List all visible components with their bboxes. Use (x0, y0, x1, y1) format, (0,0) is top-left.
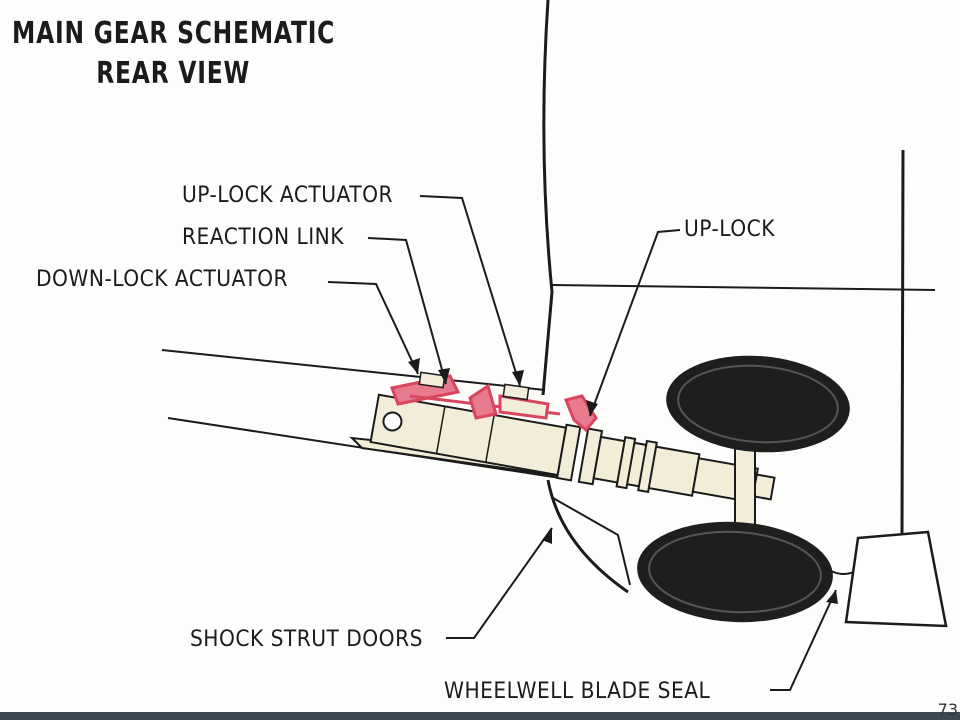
leader-blade-seal (770, 589, 837, 691)
strut-collar-1 (555, 423, 582, 482)
strut-end-fitting (751, 473, 776, 501)
lock-linkage (389, 374, 598, 433)
bottom-bar (0, 712, 960, 720)
label-shock-strut-doors: SHOCK STRUT DOORS (190, 627, 423, 652)
lower-tire (637, 521, 833, 623)
gear-strut (369, 393, 776, 504)
label-reaction-link: REACTION LINK (182, 225, 344, 250)
uplock-hook (563, 394, 598, 433)
strut-pivot (382, 411, 403, 432)
reaction-link-bracket (468, 383, 498, 420)
leader-arrowheads (408, 358, 838, 604)
leader-uplock-actuator (419, 195, 521, 387)
leader-shock-strut-doors (446, 527, 553, 639)
leader-downlock-actuator (327, 281, 419, 375)
leader-reaction-link (367, 237, 447, 385)
uplock-actuator-part (498, 394, 550, 420)
page-number: 73 (937, 700, 958, 719)
title-line-1: MAIN GEAR SCHEMATIC (12, 16, 336, 51)
leader-lines (327, 195, 837, 691)
label-wheelwell-blade-seal: WHEELWELL BLADE SEAL (444, 679, 711, 704)
diagram-title: MAIN GEAR SCHEMATIC REAR VIEW (12, 14, 335, 94)
title-line-2: REAR VIEW (96, 56, 251, 91)
shock-strut-door (546, 479, 629, 594)
fuselage-contour (541, 0, 554, 396)
label-downlock-actuator: DOWN-LOCK ACTUATOR (36, 267, 289, 292)
fuselage-horizontal-line (551, 284, 936, 291)
leader-uplock (589, 229, 681, 417)
upper-tire (666, 355, 850, 453)
label-uplock-actuator: UP-LOCK ACTUATOR (182, 183, 393, 208)
vertical-reference-line (900, 149, 905, 536)
label-uplock: UP-LOCK (684, 217, 775, 242)
wing-upper-line (161, 349, 546, 391)
wheelwell-blade-seal (844, 530, 948, 628)
